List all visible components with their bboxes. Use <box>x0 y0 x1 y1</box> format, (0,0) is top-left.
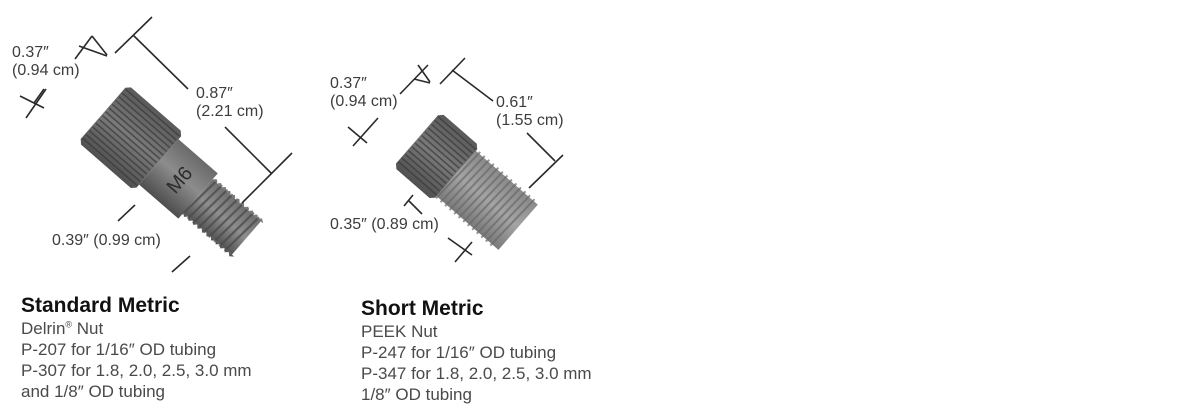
dim-inches: 0.37″ <box>12 44 49 61</box>
product-line: P-207 for 1/16″ OD tubing <box>21 340 217 359</box>
dim-cm: (1.55 cm) <box>496 112 564 129</box>
knurled-head <box>80 87 182 188</box>
product-material: Delrin® Nut <box>21 318 252 339</box>
neck: M6 <box>139 139 218 219</box>
short-metric-caption: Short Metric PEEK Nut P-247 for 1/16″ OD… <box>361 297 592 405</box>
standard-length-label: 0.87″ (2.21 cm) <box>196 85 264 121</box>
dim-cm: (0.94 cm) <box>330 93 398 110</box>
short-thread-diameter-label: 0.35″ (0.89 cm) <box>330 216 439 233</box>
standard-metric-nut: M6 <box>80 87 264 257</box>
dim-cm: (0.94 cm) <box>12 62 80 79</box>
dim-inches: 0.61″ <box>496 94 533 111</box>
product-line: and 1/8″ OD tubing <box>21 382 166 401</box>
product-title: Standard Metric <box>21 294 180 317</box>
product-material: PEEK Nut <box>361 322 438 341</box>
product-line: P-247 for 1/16″ OD tubing <box>361 343 557 362</box>
short-length-label: 0.61″ (1.55 cm) <box>496 94 564 130</box>
material-suffix: Nut <box>72 319 104 338</box>
dim-inches: 0.87″ <box>196 85 233 102</box>
short-metric-nut <box>395 114 538 250</box>
short-metric-dimension-lines <box>347 57 564 263</box>
thread <box>435 150 538 250</box>
standard-metric-dimension-lines <box>19 16 293 273</box>
material-name: Delrin <box>21 319 66 338</box>
registered-mark: ® <box>65 319 73 330</box>
standard-head-width-label: 0.37″ (0.94 cm) <box>12 44 80 80</box>
short-head-width-label: 0.37″ (0.94 cm) <box>330 75 398 111</box>
dim-cm: (2.21 cm) <box>196 103 264 120</box>
product-title: Short Metric <box>361 297 484 320</box>
standard-thread-diameter-label: 0.39″ (0.99 cm) <box>52 232 161 249</box>
product-line: 1/8″ OD tubing <box>361 385 472 404</box>
dim-inches: 0.37″ <box>330 75 367 92</box>
thread <box>181 179 264 257</box>
standard-metric-caption: Standard Metric Delrin® Nut P-207 for 1/… <box>21 294 252 402</box>
product-line: P-347 for 1.8, 2.0, 2.5, 3.0 mm <box>361 364 592 383</box>
knurled-head <box>395 114 478 199</box>
product-line: P-307 for 1.8, 2.0, 2.5, 3.0 mm <box>21 361 252 380</box>
